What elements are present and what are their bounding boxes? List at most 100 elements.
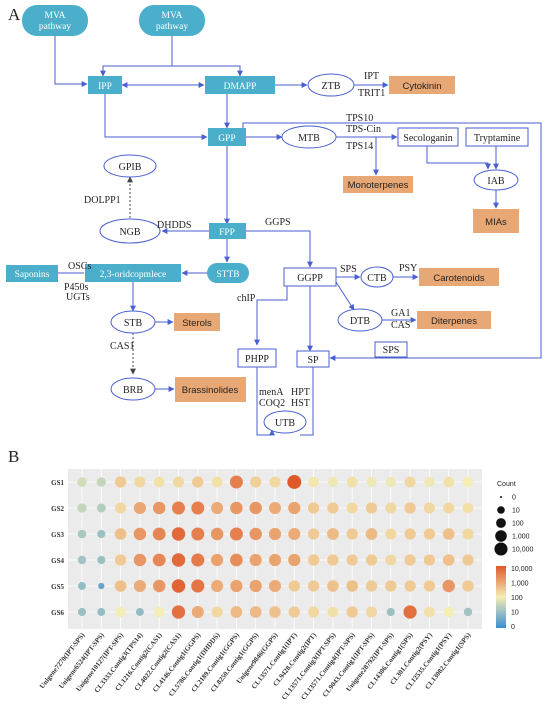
expression-dot xyxy=(346,606,358,618)
expression-dot xyxy=(463,607,473,617)
mva1-line1: MVA xyxy=(45,11,66,21)
secologanin-label: Secologanin xyxy=(403,133,452,144)
expression-dot xyxy=(96,503,106,513)
expression-dot xyxy=(191,527,205,541)
expression-dot xyxy=(404,528,416,540)
expression-dot xyxy=(230,606,243,618)
ggpp-node xyxy=(283,267,337,287)
expression-dot xyxy=(114,580,127,592)
expression-dot xyxy=(423,554,436,566)
size-legend-label: 1,000 xyxy=(512,534,530,541)
expression-dot xyxy=(229,527,243,541)
enzyme-hpt: HPT xyxy=(291,387,310,398)
size-legend-label: 10,000 xyxy=(512,547,534,554)
sp-node xyxy=(296,350,330,368)
expression-dot xyxy=(307,580,320,592)
expression-dot xyxy=(346,502,358,514)
brassinolides-node xyxy=(175,377,246,402)
expression-dot xyxy=(346,554,358,566)
expression-dot xyxy=(211,606,223,618)
expression-dot xyxy=(385,502,397,514)
tryptamine-label: Tryptamine xyxy=(474,133,521,144)
expression-dot xyxy=(249,501,262,515)
expression-dot xyxy=(114,554,127,566)
enzyme-oscs: OSCs xyxy=(68,261,91,272)
column-labels: Unigene7270(IPT-SPS)Unigene6524(IPT-SPS)… xyxy=(38,631,473,702)
phpp-label: PHPP xyxy=(245,354,269,365)
expression-dot xyxy=(327,606,339,618)
expression-dot xyxy=(152,501,166,515)
utb-label: UTB xyxy=(275,418,295,429)
expression-dot xyxy=(346,528,358,540)
enzyme-dolpp1: DOLPP1 xyxy=(84,195,121,206)
enzyme-coq2: COQ2 xyxy=(259,398,285,409)
expression-dot xyxy=(211,501,224,515)
row-label: GS3 xyxy=(51,531,64,539)
expression-dot xyxy=(385,528,397,540)
ctb-label: CTB xyxy=(367,273,387,284)
expression-dot xyxy=(250,476,262,488)
expression-dot xyxy=(211,579,224,593)
gpp-node xyxy=(208,128,246,146)
expression-dot xyxy=(96,477,106,487)
size-legend-title: Count xyxy=(497,481,516,488)
expression-dot xyxy=(97,529,106,539)
expression-dot xyxy=(386,607,395,617)
row-label: GS1 xyxy=(51,479,64,487)
size-legend-dot xyxy=(497,506,505,514)
expression-dot xyxy=(249,527,262,541)
expression-dot xyxy=(442,579,455,593)
expression-dot xyxy=(172,501,185,515)
enzyme-chip: chIP xyxy=(237,293,256,304)
dtb-node xyxy=(337,308,383,332)
tryptamine-node xyxy=(465,127,529,147)
expression-dot xyxy=(346,476,358,488)
expression-dot xyxy=(424,476,435,488)
sp-label: SP xyxy=(307,355,319,366)
expression-dot xyxy=(287,475,302,489)
mtb-node xyxy=(281,125,337,149)
cytokinin-node xyxy=(389,76,455,94)
enzyme-ipt: IPT xyxy=(364,71,379,82)
row-label: GS5 xyxy=(51,583,64,591)
expression-dot xyxy=(307,554,320,566)
expression-dot xyxy=(327,580,339,592)
oxidosqualene-node xyxy=(85,264,181,282)
utb-node xyxy=(263,410,307,434)
mias-node xyxy=(473,209,519,233)
sps-box xyxy=(374,341,408,358)
enzyme-sps-1: SPS xyxy=(340,264,357,275)
expression-dot xyxy=(249,606,262,618)
mva2-line2: pathway xyxy=(156,22,188,32)
mva2-line1: MVA xyxy=(162,11,183,21)
row-label: GS2 xyxy=(51,505,64,513)
dtb-label: DTB xyxy=(350,316,370,327)
enzyme-ugts: UGTs xyxy=(66,292,90,303)
expression-dot xyxy=(288,580,300,592)
size-legend-label: 10 xyxy=(512,508,520,515)
expression-dot xyxy=(152,579,166,593)
size-legend-dot xyxy=(495,530,507,542)
brb-node xyxy=(110,377,156,401)
iab-node xyxy=(473,169,519,191)
ngb-label: NGB xyxy=(119,227,140,238)
expression-dot xyxy=(115,606,126,618)
brb-label: BRB xyxy=(123,385,143,396)
dmapp-label: DMAPP xyxy=(224,82,257,92)
diterpenes-node xyxy=(417,311,491,329)
expression-dot xyxy=(152,553,166,567)
stb-node xyxy=(110,310,156,334)
expression-dot xyxy=(230,553,243,567)
expression-dot xyxy=(171,553,186,567)
expression-dot xyxy=(171,579,186,593)
monoterpenes-label: Monoterpenes xyxy=(348,180,409,191)
expression-dot xyxy=(133,553,147,567)
enzyme-ggps: GGPS xyxy=(265,217,291,228)
ipp-label: IPP xyxy=(98,82,112,92)
gpib-label: GPIB xyxy=(119,162,142,173)
color-legend-label: 1,000 xyxy=(511,581,529,588)
saponins-label: Saponins xyxy=(15,270,50,280)
monoterpenes-node xyxy=(343,176,413,193)
